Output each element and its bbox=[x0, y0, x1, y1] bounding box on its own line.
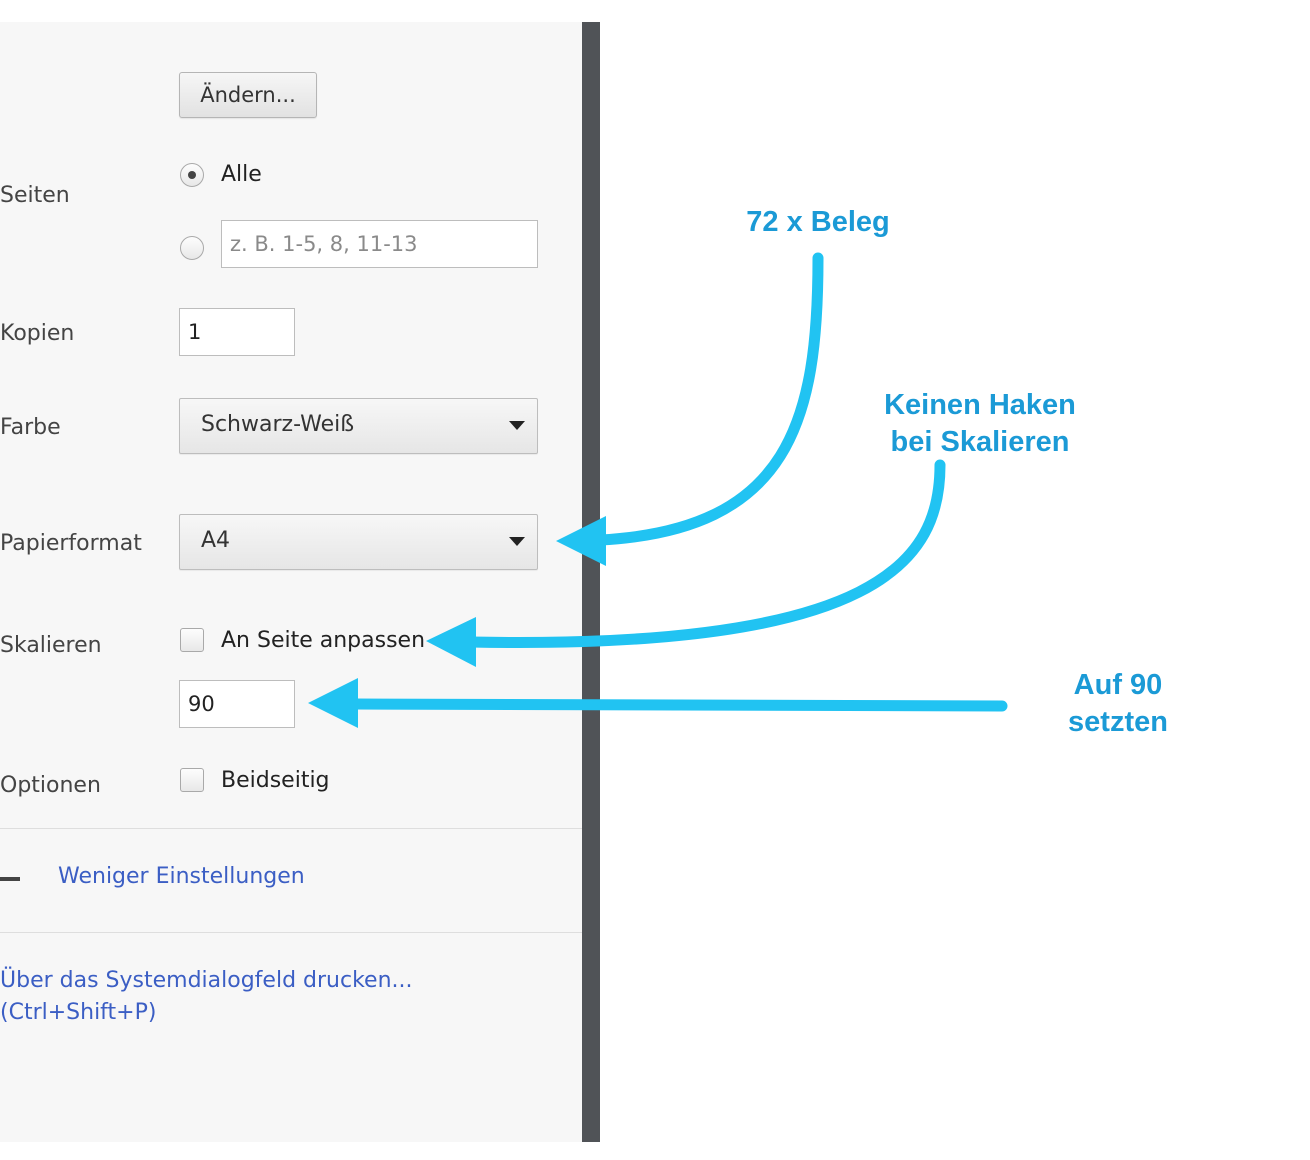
section-divider bbox=[0, 932, 582, 933]
options-label: Optionen bbox=[0, 773, 101, 798]
panel-divider-bar bbox=[582, 22, 600, 1142]
arrow-to-paper-size bbox=[594, 252, 824, 546]
color-label: Farbe bbox=[0, 415, 61, 440]
pages-range-radio[interactable] bbox=[180, 236, 204, 260]
duplex-label: Beidseitig bbox=[221, 768, 330, 793]
color-select-value: Schwarz-Weiß bbox=[201, 412, 355, 437]
pages-label: Seiten bbox=[0, 183, 70, 208]
color-select[interactable]: Schwarz-Weiß bbox=[179, 398, 538, 454]
annotation-scale-line2: bei Skalieren bbox=[890, 426, 1070, 458]
chevron-down-icon bbox=[509, 537, 525, 546]
paper-size-select-value: A4 bbox=[201, 528, 231, 553]
duplex-checkbox[interactable] bbox=[180, 768, 204, 792]
paper-size-label: Papierformat bbox=[0, 531, 142, 556]
fit-to-page-checkbox[interactable] bbox=[180, 628, 204, 652]
arrow-to-scale-input bbox=[349, 698, 1008, 712]
change-destination-button[interactable]: Ändern... bbox=[179, 72, 317, 118]
arrow-head-scale-input bbox=[308, 678, 358, 728]
fewer-settings-link[interactable]: Weniger Einstellungen bbox=[58, 864, 305, 889]
arrow-head-paper-size bbox=[556, 516, 606, 566]
copies-input[interactable] bbox=[179, 308, 295, 356]
annotation-scale-line1: Keinen Haken bbox=[884, 389, 1076, 421]
chevron-down-icon bbox=[509, 421, 525, 430]
section-divider bbox=[0, 828, 582, 829]
pages-all-label: Alle bbox=[221, 162, 262, 187]
system-dialog-shortcut[interactable]: (Ctrl+Shift+P) bbox=[0, 1000, 157, 1025]
annotation-set90-line1: Auf 90 bbox=[1073, 669, 1163, 701]
pages-range-input[interactable] bbox=[221, 220, 538, 268]
pages-all-radio[interactable] bbox=[180, 163, 204, 187]
arrow-to-fit-to-page bbox=[464, 459, 946, 648]
fit-to-page-label: An Seite anpassen bbox=[221, 628, 426, 653]
scale-label: Skalieren bbox=[0, 633, 102, 658]
minus-icon[interactable] bbox=[0, 877, 20, 881]
annotation-beleg: 72 x Beleg bbox=[746, 206, 890, 238]
arrow-head-fit-to-page bbox=[426, 617, 476, 667]
copies-label: Kopien bbox=[0, 321, 75, 346]
paper-size-select[interactable]: A4 bbox=[179, 514, 538, 570]
annotation-set90-line2: setzten bbox=[1068, 706, 1168, 738]
scale-input[interactable] bbox=[179, 680, 295, 728]
print-settings-panel: Ändern... Seiten Alle Kopien Farbe Schwa… bbox=[0, 22, 582, 1142]
system-dialog-link[interactable]: Über das Systemdialogfeld drucken... bbox=[0, 968, 413, 993]
